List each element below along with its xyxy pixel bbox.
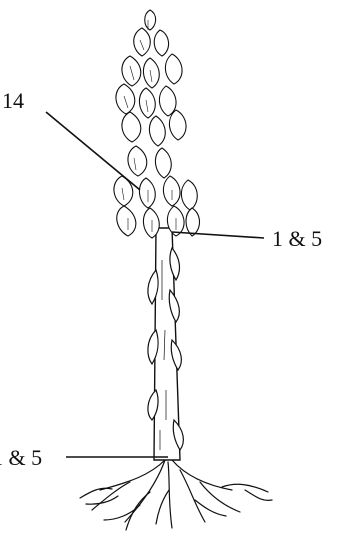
leader-line-upper-stem [172,232,264,238]
callout-label-flower-cluster: 14 [2,90,24,112]
callout-label-lower-stem: 1 & 5 [0,447,42,469]
root-system [80,460,272,530]
flower-spike [114,10,200,238]
callout-label-upper-stem: 1 & 5 [272,228,322,250]
